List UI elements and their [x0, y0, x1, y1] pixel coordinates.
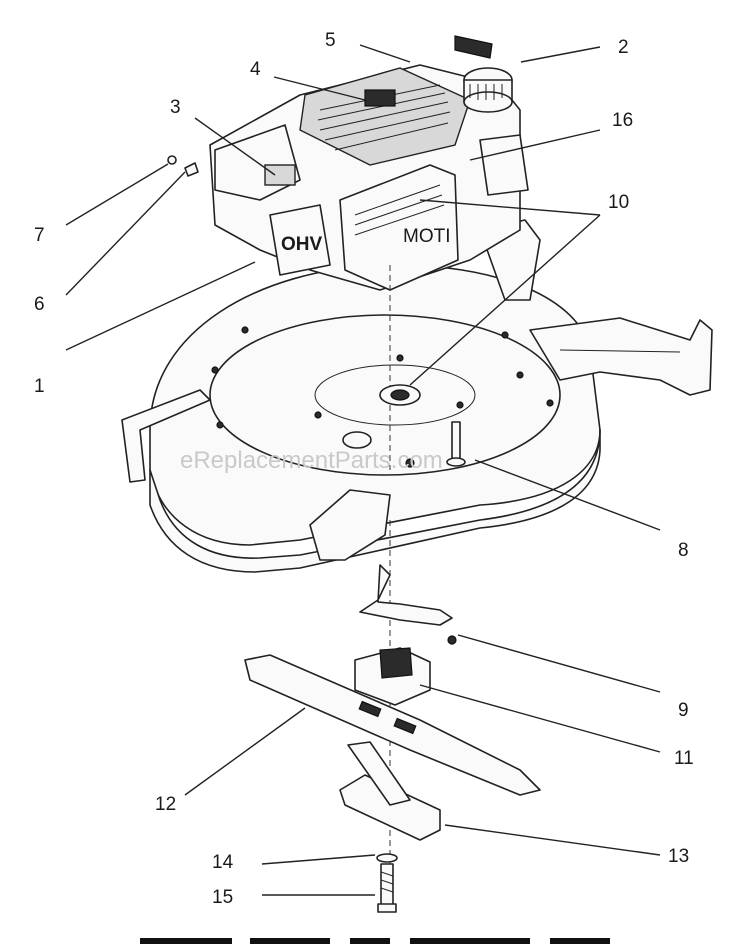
- clip-6: [184, 162, 199, 177]
- callout-4: 4: [250, 59, 261, 80]
- baffle-bracket: [359, 564, 453, 626]
- callout-15: 15: [212, 887, 233, 908]
- callout-5: 5: [325, 30, 336, 51]
- callout-labels: 1 2 3 4 5 6 7 8 9 10 11 12 13 14 15 16: [34, 30, 694, 908]
- callout-16: 16: [612, 110, 633, 131]
- callout-8: 8: [678, 540, 689, 561]
- bracket-screw: [447, 635, 457, 645]
- air-filter-cover: [264, 164, 296, 186]
- engine-side-badge: MOTI: [403, 226, 451, 247]
- callout-9: 9: [678, 700, 689, 721]
- callout-7: 7: [34, 225, 45, 246]
- spark-plug-boot: [454, 35, 493, 59]
- callout-12: 12: [155, 794, 176, 815]
- callout-14: 14: [212, 852, 234, 873]
- deck-fitting: [342, 431, 372, 449]
- title-band-cropped: [140, 938, 610, 944]
- blade-adapter: [354, 647, 431, 706]
- callout-3: 3: [170, 97, 181, 118]
- small-hardware: [167, 155, 199, 177]
- mulch-plate: [339, 774, 441, 841]
- callout-10: 10: [608, 192, 629, 213]
- mulch-fin: [347, 741, 411, 806]
- deck-bolts: [211, 326, 554, 468]
- fuel-cap: [463, 67, 513, 113]
- deck-bolt-8: [446, 421, 466, 467]
- callout-1: 1: [34, 376, 45, 397]
- leader-lines: [65, 44, 661, 896]
- engine-assembly: MOTI OHV: [209, 35, 529, 291]
- recoil-badge: [364, 89, 396, 107]
- blade: [244, 654, 541, 796]
- blade-holes: [358, 700, 417, 735]
- blade-bolt: [377, 863, 397, 913]
- callout-11: 11: [674, 748, 694, 769]
- washer: [376, 853, 398, 863]
- watermark: eReplacementParts.com: [180, 447, 443, 474]
- crankshaft-bearing: [379, 384, 421, 406]
- callout-2: 2: [618, 37, 629, 58]
- callout-6: 6: [34, 294, 45, 315]
- callout-13: 13: [668, 846, 689, 867]
- screw-7: [167, 155, 177, 165]
- engine-badge: OHV: [281, 234, 323, 255]
